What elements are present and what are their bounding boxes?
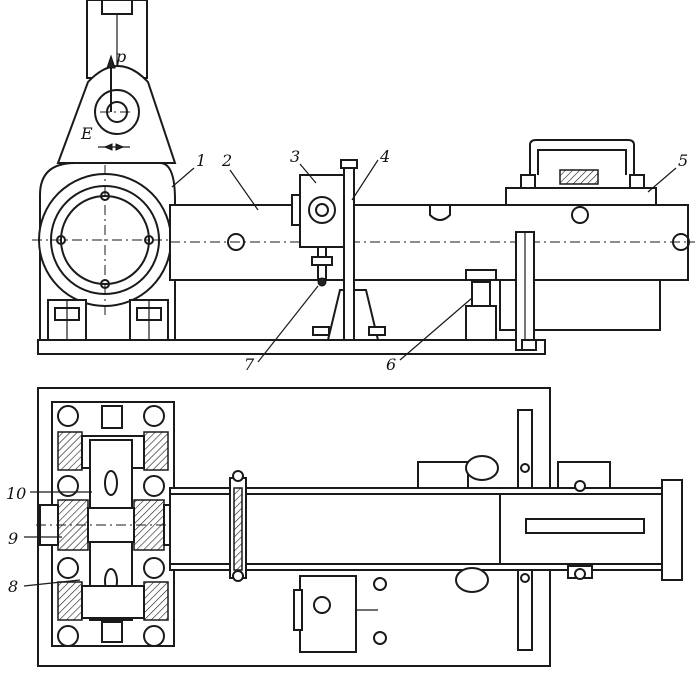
plan-view: 10 9 8 [6,387,683,667]
plan-lower-bearing [57,557,169,647]
label-part-9: 9 [8,529,18,548]
bracket-pin-outer [94,89,140,135]
post-4 [343,164,355,341]
plan-indicator-block [293,575,387,653]
label-part-6: 6 [386,355,396,374]
label-part-7: 7 [244,355,255,374]
jack-6 [465,269,497,341]
label-part-2: 2 [221,151,232,170]
side-view: p E [32,0,695,374]
clamp-5 [505,139,657,206]
label-force-p: p [116,47,126,66]
label-part-1: 1 [196,151,206,170]
base-plate [37,339,546,355]
label-part-10: 10 [6,484,26,503]
label-part-3: 3 [290,147,300,166]
label-part-4: 4 [379,147,390,166]
label-eccentricity-e: E [80,124,93,143]
dial-indicator-3 [291,174,345,248]
label-part-5: 5 [678,151,688,170]
label-part-8: 8 [8,577,18,596]
load-rod [86,0,148,79]
